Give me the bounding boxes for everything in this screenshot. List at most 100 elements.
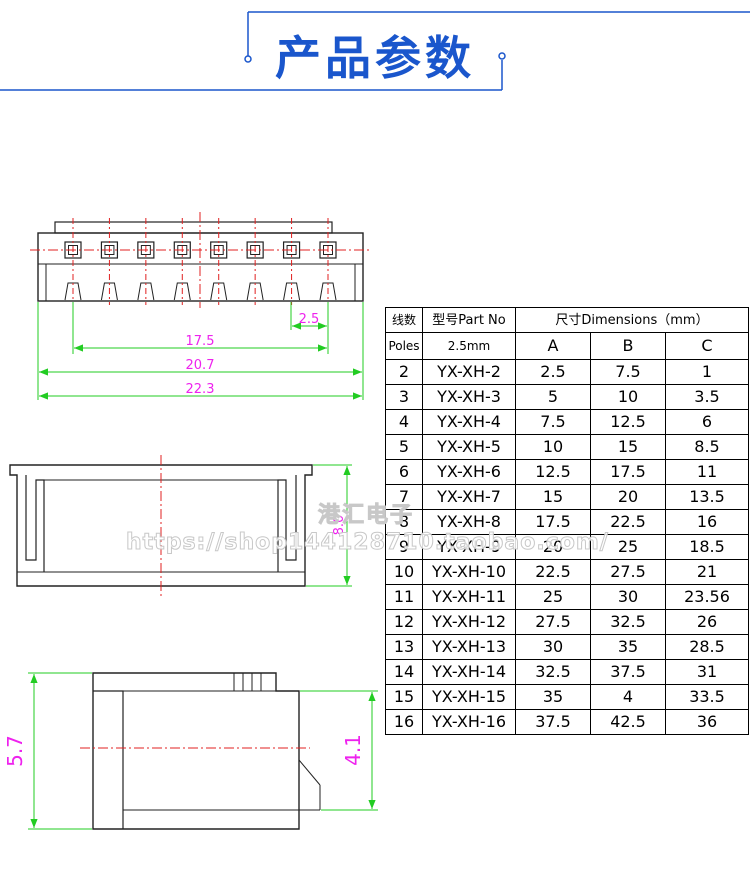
cell-c: 1: [665, 359, 749, 385]
side-body-height-label: 4.1: [341, 734, 365, 766]
cell-b: 42.5: [590, 709, 666, 735]
pin: [100, 218, 119, 305]
cell-b: 4: [590, 684, 666, 710]
header-dimensions: 尺寸Dimensions（mm）: [515, 307, 749, 333]
cell-a: 12.5: [515, 459, 591, 485]
cell-b: 7.5: [590, 359, 666, 385]
cell-a: 22.5: [515, 559, 591, 585]
cell-b: 17.5: [590, 459, 666, 485]
cell-c: 36: [665, 709, 749, 735]
cell-c: 23.56: [665, 584, 749, 610]
top-view-latch: [54, 221, 333, 234]
cell-poles: 11: [385, 584, 423, 610]
pin: [64, 218, 82, 305]
side-view-outline: [92, 672, 300, 830]
cell-b: 27.5: [590, 559, 666, 585]
table-header-row: 线数 型号Part No 尺寸Dimensions（mm）: [385, 307, 749, 333]
header-banner: 产品参数: [0, 0, 750, 100]
side-view: 5.7 4.1: [3, 672, 378, 830]
cell-part-no: YX-XH-14: [422, 659, 516, 685]
cell-b: 25: [590, 534, 666, 560]
cell-b: 37.5: [590, 659, 666, 685]
cell-a: 30: [515, 634, 591, 660]
cell-a: 32.5: [515, 659, 591, 685]
cell-part-no: YX-XH-4: [422, 409, 516, 435]
side-total-height-label: 5.7: [3, 735, 27, 767]
cell-c: 13.5: [665, 484, 749, 510]
cell-poles: 9: [385, 534, 423, 560]
dim-c-label: 22.3: [186, 382, 215, 397]
cell-a: 25: [515, 584, 591, 610]
table-subheader-row: Poles 2.5mm A B C: [385, 332, 749, 360]
cell-part-no: YX-XH-5: [422, 434, 516, 460]
cell-part-no: YX-XH-11: [422, 584, 516, 610]
cell-poles: 3: [385, 384, 423, 410]
cell-c: 31: [665, 659, 749, 685]
cell-poles: 10: [385, 559, 423, 585]
pitch-label: 2.5: [299, 312, 320, 327]
cell-c: 18.5: [665, 534, 749, 560]
cell-b: 10: [590, 384, 666, 410]
cell-a: 2.5: [515, 359, 591, 385]
cell-part-no: YX-XH-7: [422, 484, 516, 510]
cell-a: 17.5: [515, 509, 591, 535]
top-view-dimensions: 2.5 17.5 20.7 22.3: [37, 302, 364, 400]
cell-c: 21: [665, 559, 749, 585]
cell-a: 35: [515, 684, 591, 710]
cell-b: 35: [590, 634, 666, 660]
pin: [319, 218, 337, 305]
cell-a: 27.5: [515, 609, 591, 635]
pin: [137, 218, 155, 305]
header-c: C: [665, 332, 749, 360]
cell-poles: 4: [385, 409, 423, 435]
header-a: A: [515, 332, 591, 360]
cell-poles: 16: [385, 709, 423, 735]
cell-c: 26: [665, 609, 749, 635]
cell-part-no: YX-XH-15: [422, 684, 516, 710]
header-frame: [0, 11, 750, 91]
header-poles-en: Poles: [385, 332, 423, 360]
cell-c: 28.5: [665, 634, 749, 660]
pin: [173, 218, 191, 305]
front-height-label: 8.0: [332, 515, 347, 536]
pin: [210, 218, 228, 305]
header-part-no: 型号Part No: [422, 307, 516, 333]
cell-a: 7.5: [515, 409, 591, 435]
cell-a: 5: [515, 384, 591, 410]
cell-c: 33.5: [665, 684, 749, 710]
watermark-url: https://shop144128710.taobao.com/: [126, 530, 609, 556]
cell-part-no: YX-XH-3: [422, 384, 516, 410]
header-part-sub: 2.5mm: [422, 332, 516, 360]
cell-c: 16: [665, 509, 749, 535]
cell-b: 32.5: [590, 609, 666, 635]
cell-c: 3.5: [665, 384, 749, 410]
top-view: [30, 212, 370, 308]
cell-a: 15: [515, 484, 591, 510]
cell-b: 12.5: [590, 409, 666, 435]
dim-a-label: 17.5: [186, 334, 215, 349]
cell-c: 11: [665, 459, 749, 485]
cell-b: 30: [590, 584, 666, 610]
page-title: 产品参数: [275, 31, 475, 85]
cell-poles: 5: [385, 434, 423, 460]
header-b: B: [590, 332, 666, 360]
dim-b-label: 20.7: [186, 358, 215, 373]
cell-a: 37.5: [515, 709, 591, 735]
cell-a: 10: [515, 434, 591, 460]
cell-part-no: YX-XH-2: [422, 359, 516, 385]
cell-poles: 12: [385, 609, 423, 635]
front-view: 8.0: [9, 455, 352, 597]
header-poles: 线数: [385, 307, 423, 333]
cell-poles: 13: [385, 634, 423, 660]
